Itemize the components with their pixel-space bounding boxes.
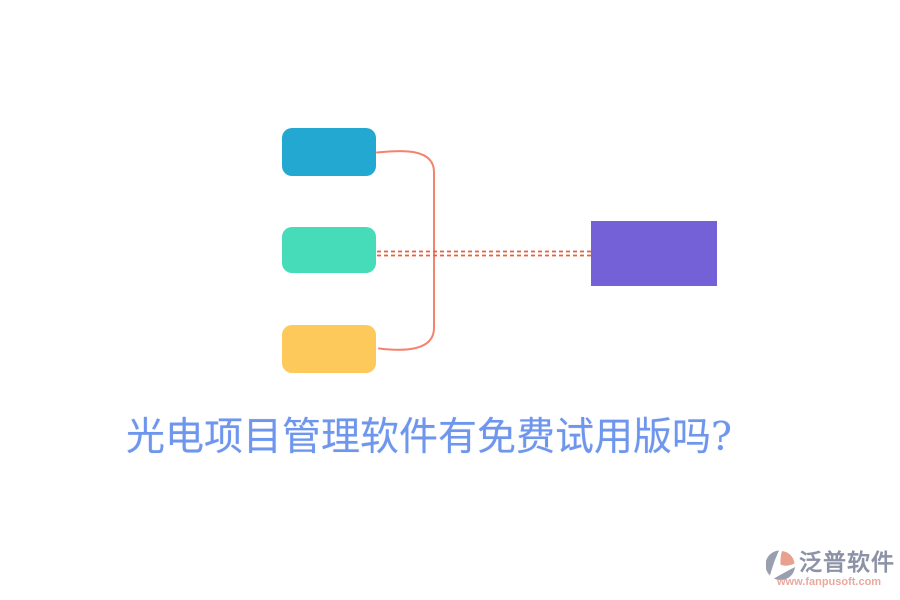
connector-dotted-line [377,250,591,257]
logo-brand-text: 泛普软件 [799,549,895,576]
node-branch-middle [282,227,376,273]
node-result [591,221,717,286]
page-title: 光电项目管理软件有免费试用版吗? [126,415,732,460]
fanpu-logo-icon [766,550,795,580]
connector-bracket [376,150,435,351]
logo-url-text: www.fanpusoft.com [777,576,882,588]
node-branch-bottom [282,325,376,373]
node-branch-top [282,128,376,176]
fanpu-logo: 泛普软件 www.fanpusoft.com [764,548,896,594]
